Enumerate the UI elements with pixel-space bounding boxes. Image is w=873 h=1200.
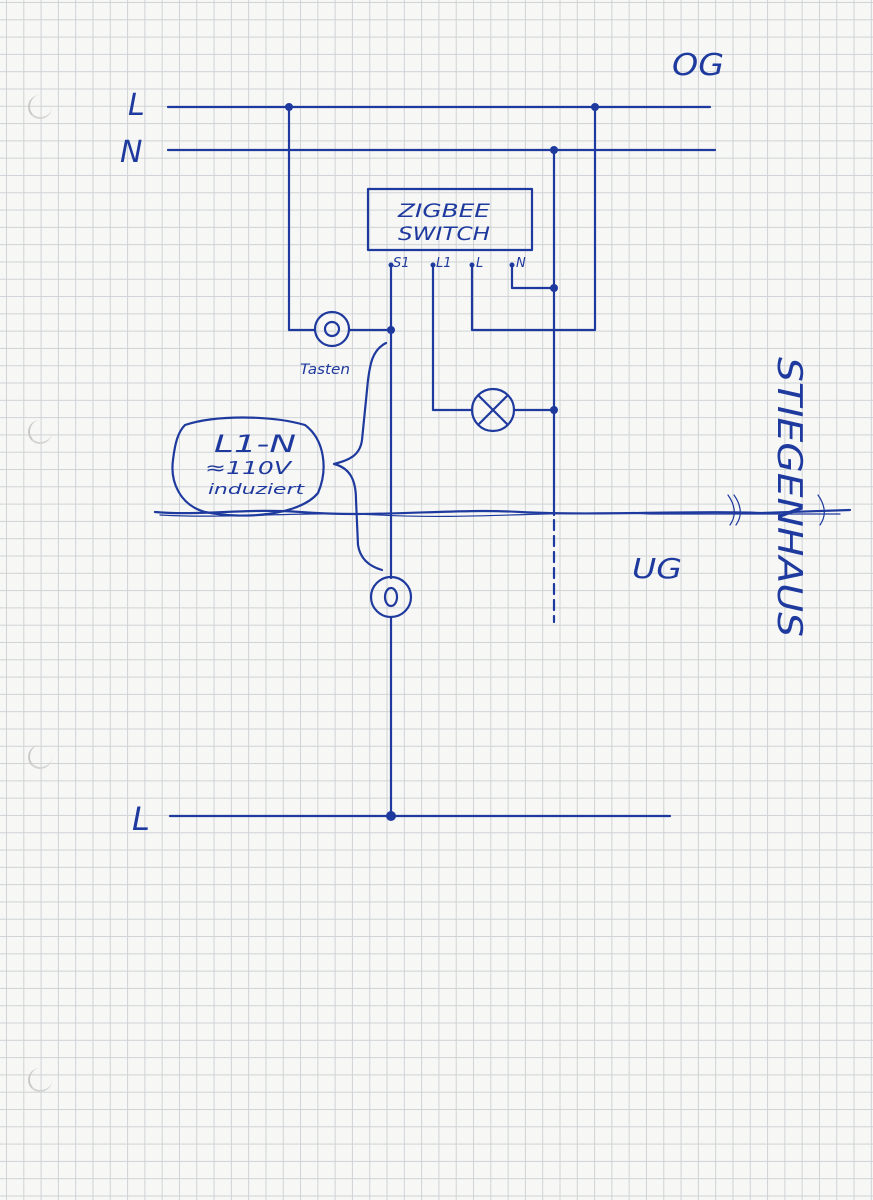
brace-bracket — [332, 341, 388, 572]
label-ug: UG — [632, 552, 682, 585]
junction-dot — [550, 146, 558, 154]
note-line1: L1-N — [214, 430, 296, 458]
device-name-line2: SWITCH — [398, 223, 490, 245]
terminal-n-label: N — [516, 256, 526, 271]
note-cloud — [171, 416, 325, 517]
note-line2: ≈110V — [205, 458, 293, 479]
note-line3: induziert — [208, 482, 305, 498]
terminal-dot — [469, 262, 475, 268]
terminal-l-label: L — [476, 256, 483, 271]
terminal-dot — [509, 262, 515, 268]
punch-hole — [28, 745, 52, 769]
junction-dot — [387, 326, 395, 334]
wire-n-terminal — [510, 263, 556, 290]
terminal-l1-label: L1 — [436, 256, 452, 271]
junction-dot — [550, 406, 558, 414]
junction-dot — [591, 103, 599, 111]
label-stairwell: STIEGENHAUS — [769, 357, 809, 637]
wire-L-to-button — [287, 105, 317, 332]
lamp-symbol — [470, 387, 516, 433]
label-og: OG — [672, 48, 724, 83]
button-label: Tasten — [300, 362, 350, 378]
label-L-bottom: L — [132, 800, 150, 838]
punch-hole — [28, 1068, 52, 1092]
wire-l1-to-lamp — [431, 263, 474, 412]
terminal-dot — [430, 262, 436, 268]
wire-l-terminal — [470, 105, 597, 332]
junction-dot — [550, 284, 558, 292]
push-button-og — [313, 310, 351, 348]
junction-dot — [285, 103, 293, 111]
label-L-top: L — [128, 88, 145, 123]
terminal-dot — [388, 262, 394, 268]
push-button-ug — [369, 575, 413, 619]
device-name-line1: ZIGBEE — [397, 200, 490, 222]
terminal-s1-label: S1 — [393, 256, 410, 271]
junction-dot — [386, 811, 396, 821]
label-N-top: N — [120, 135, 142, 170]
zigbee-switch-box — [366, 187, 534, 252]
punch-hole — [28, 420, 52, 444]
punch-hole — [28, 95, 52, 119]
floor-separator — [153, 508, 852, 516]
